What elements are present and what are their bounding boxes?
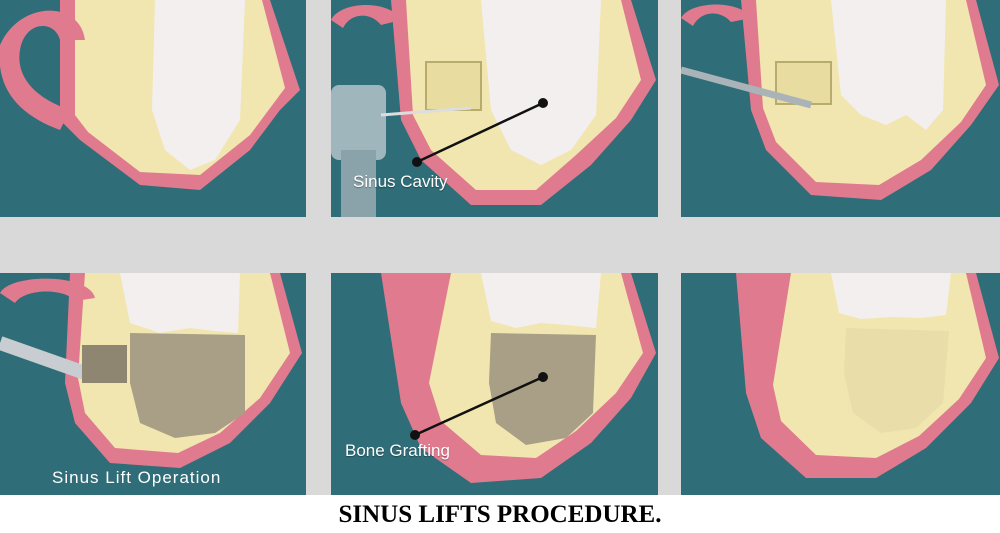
sinus-lift-operation-label: Sinus Lift Operation [52,468,222,487]
panel-step-3 [681,0,1000,217]
bone-grafting-label: Bone Grafting [345,441,450,460]
graft-insertion-illustration [0,273,306,495]
figure-caption: SINUS LIFTS PROCEDURE. [338,501,662,528]
panel-step-4: Sinus Lift Operation [0,273,306,495]
panel-step-2: Sinus Cavity [331,0,658,217]
sinus-cavity-label: Sinus Cavity [353,172,448,191]
sinus-anatomy-illustration [0,0,306,217]
diagram-grid: Sinus Cavity Sinus Lift Operation [0,0,1000,495]
drill-window-illustration [331,0,658,217]
panel-step-1 [0,0,306,217]
panel-step-6 [681,273,1000,495]
healed-bone-illustration [681,273,1000,495]
bone-graft-illustration [331,273,658,495]
membrane-elevation-illustration [681,0,1000,217]
panel-step-5: Bone Grafting [331,273,658,495]
